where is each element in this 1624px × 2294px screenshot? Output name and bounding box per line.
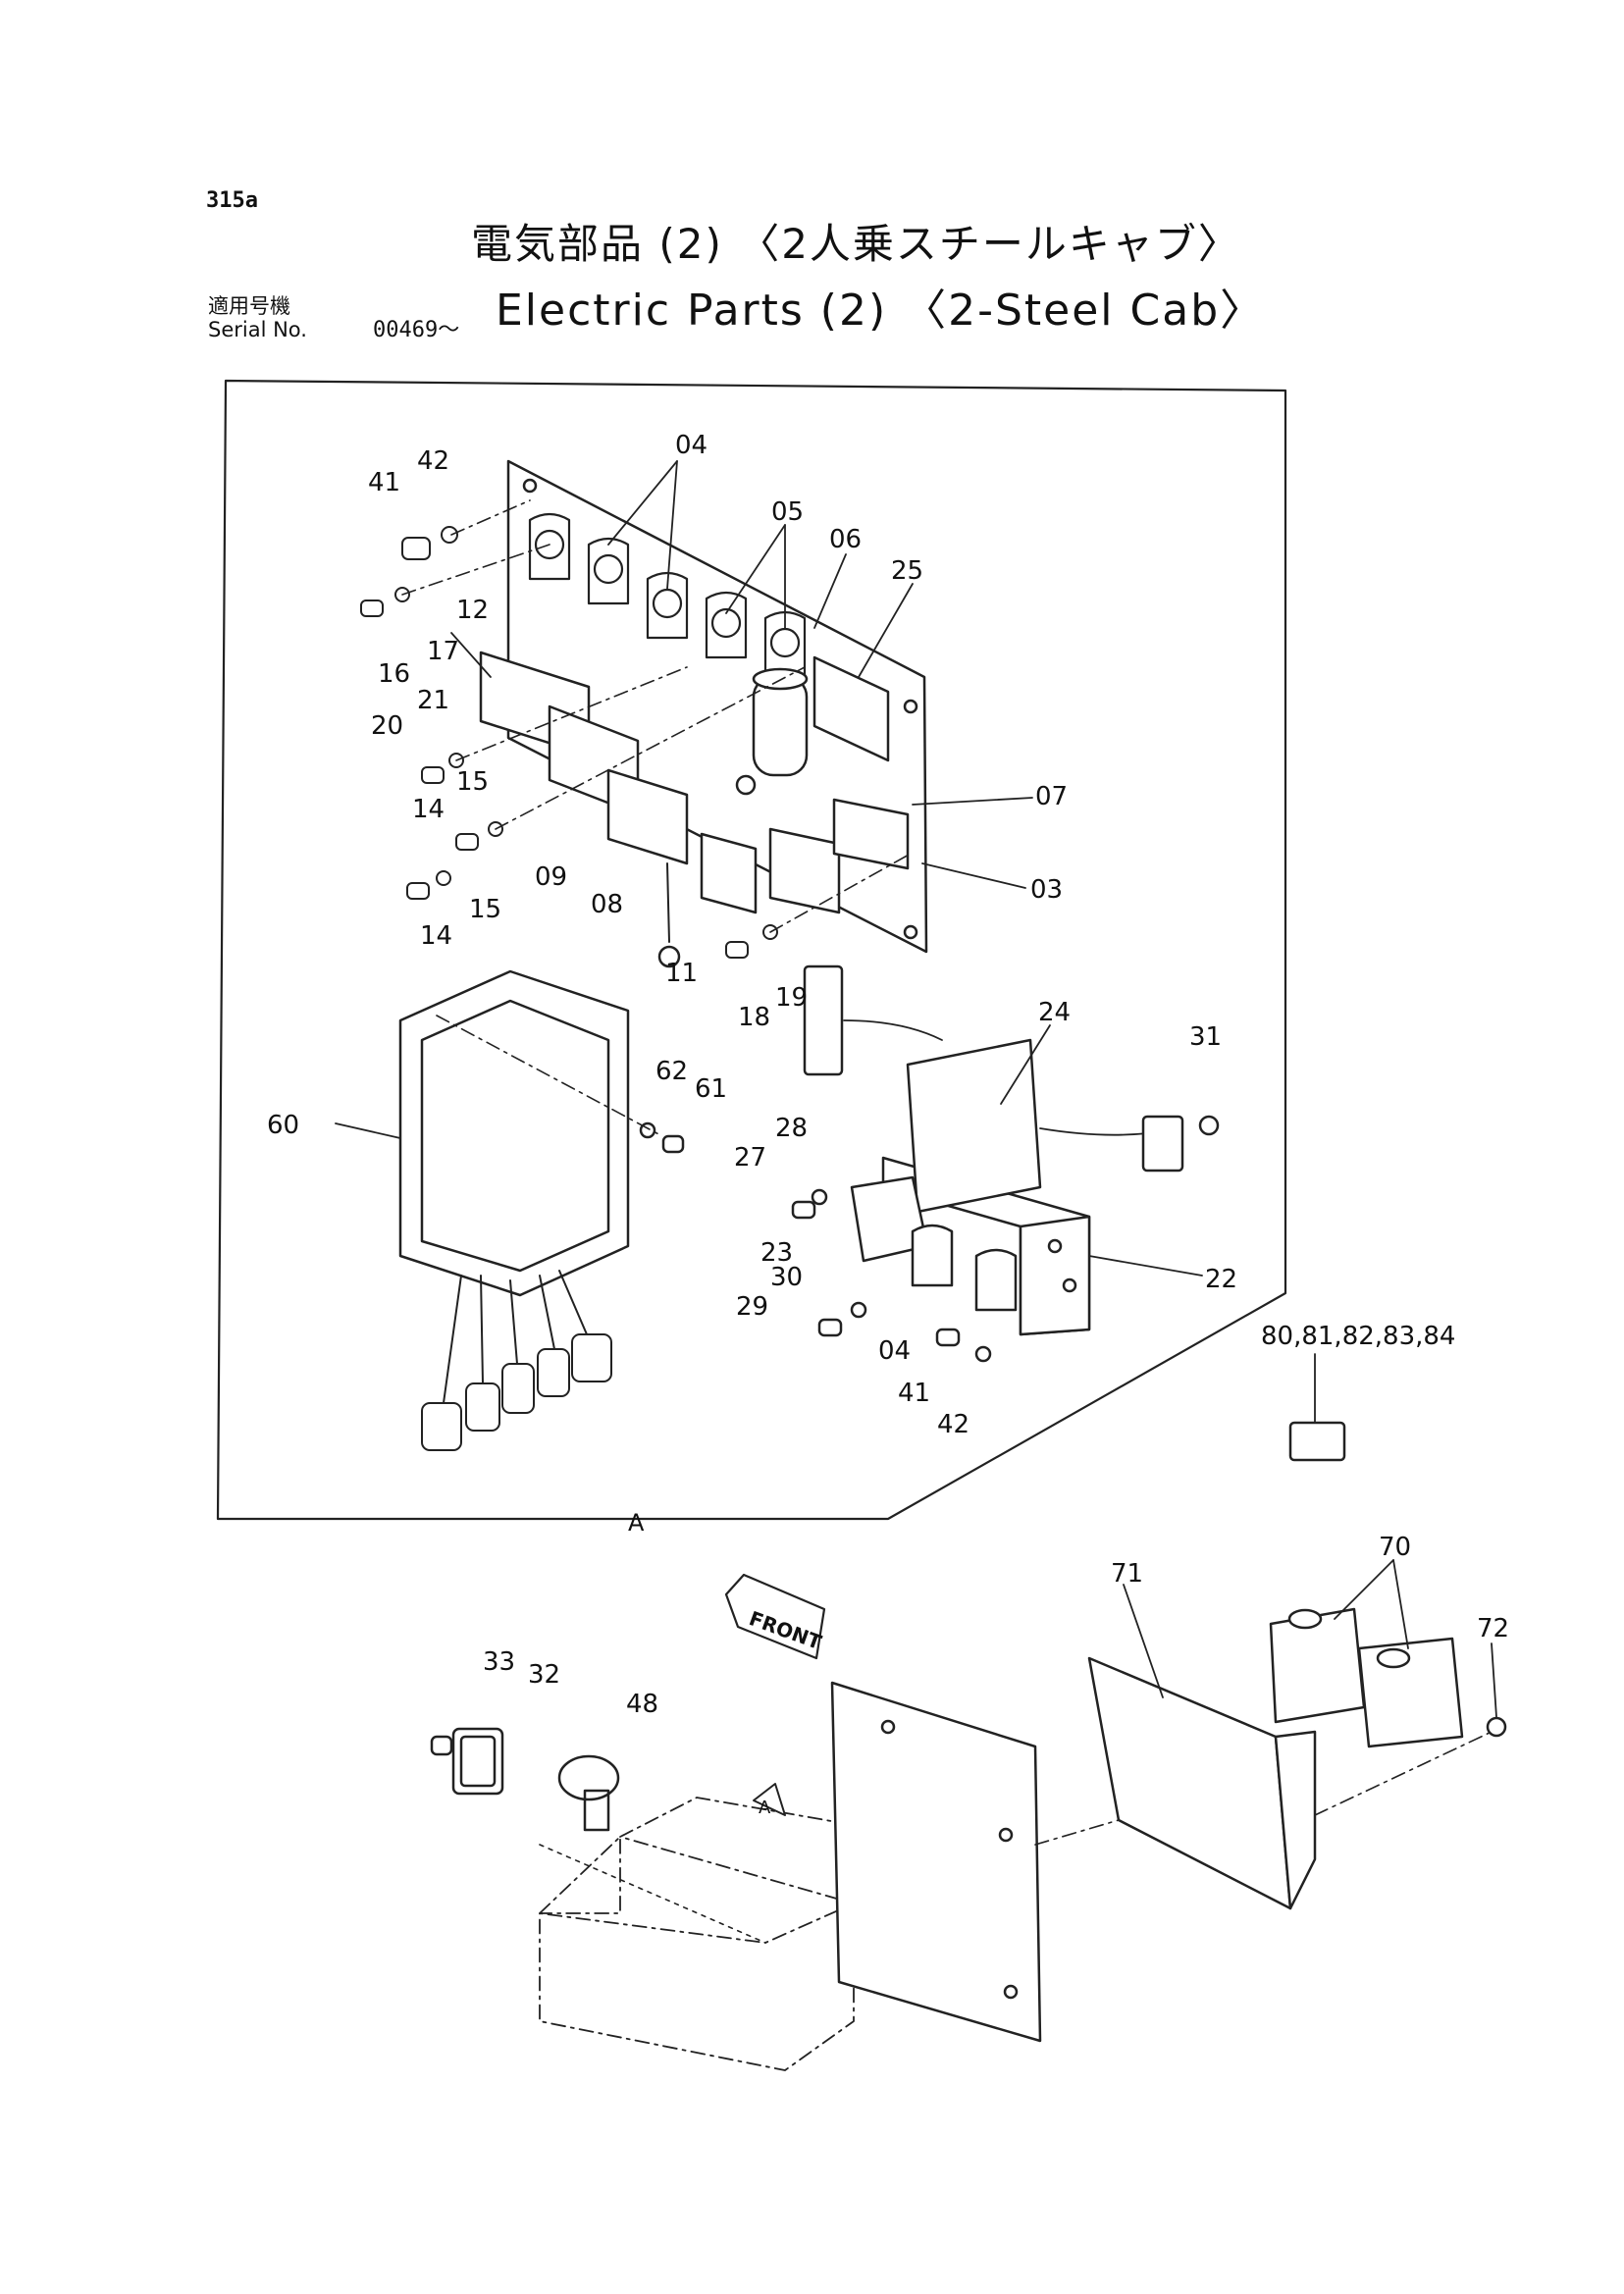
callout-17: 17	[427, 637, 459, 666]
title-japanese: 電気部品 (2) 〈2人乗スチールキャブ〉	[471, 220, 1241, 268]
callout-28: 28	[775, 1114, 808, 1143]
callout-70: 70	[1379, 1533, 1411, 1562]
detail-label-a: A	[628, 1509, 645, 1537]
callout-19: 19	[775, 983, 808, 1013]
serial-label: 適用号機 Serial No.	[208, 294, 307, 341]
callout-14b: 14	[420, 921, 452, 951]
callout-61: 61	[695, 1074, 727, 1104]
callout-16: 16	[378, 659, 410, 689]
callout-06: 06	[829, 525, 862, 554]
callout-12: 12	[456, 596, 489, 625]
callout-11: 11	[665, 959, 698, 988]
view-marker-a: A	[759, 1798, 771, 1818]
relay-panel	[360, 459, 928, 968]
control-unit	[398, 969, 685, 1451]
serial-label-en: Serial No.	[208, 318, 307, 341]
callout-15a: 15	[456, 767, 489, 797]
callout-31: 31	[1189, 1022, 1222, 1052]
leader-lines	[335, 460, 1497, 1718]
callout-09: 09	[535, 862, 567, 892]
callout-27: 27	[734, 1143, 766, 1173]
callout-25: 25	[891, 556, 923, 586]
callout-80-84: 80,81,82,83,84	[1261, 1322, 1455, 1351]
callout-24: 24	[1038, 998, 1071, 1027]
title-english: Electric Parts (2) 〈2-Steel Cab〉	[496, 286, 1266, 336]
page-code: 315a	[206, 188, 258, 213]
serial-number: 00469～	[373, 318, 460, 342]
callout-33: 33	[483, 1647, 515, 1677]
callout-20: 20	[371, 711, 403, 741]
callout-62: 62	[655, 1057, 688, 1086]
callout-30: 30	[770, 1263, 803, 1292]
callout-60: 60	[267, 1111, 299, 1140]
callout-22: 22	[1205, 1265, 1237, 1294]
callout-08: 08	[591, 890, 623, 919]
callout-21: 21	[417, 686, 449, 715]
detail-frame	[216, 379, 1287, 1521]
callout-32: 32	[528, 1660, 560, 1690]
callout-41b: 41	[898, 1379, 930, 1408]
callout-29: 29	[736, 1292, 768, 1322]
callout-48: 48	[626, 1690, 658, 1719]
callout-72: 72	[1477, 1614, 1509, 1643]
bracket-assembly	[791, 965, 1220, 1363]
callout-04b: 04	[878, 1336, 911, 1366]
callout-15b: 15	[469, 895, 501, 924]
callout-23: 23	[760, 1238, 793, 1268]
callout-05: 05	[771, 497, 804, 527]
front-arrow: FRONT	[724, 1573, 826, 1660]
callout-04a: 04	[675, 431, 707, 460]
callout-14a: 14	[412, 795, 445, 824]
callout-18: 18	[738, 1003, 770, 1032]
callout-41a: 41	[368, 468, 400, 497]
callout-42a: 42	[417, 446, 449, 476]
lower-console: A	[430, 1607, 1507, 2071]
callout-42b: 42	[937, 1410, 969, 1439]
callout-labels: 04 42 41 05 06 25 12 17 16 21 20 15 14 0…	[267, 431, 1509, 1719]
connector-80-84	[1288, 1421, 1346, 1462]
callout-71: 71	[1111, 1559, 1143, 1589]
serial-label-jp: 適用号機	[208, 294, 290, 318]
callout-03: 03	[1030, 875, 1063, 905]
callout-07: 07	[1035, 782, 1068, 811]
